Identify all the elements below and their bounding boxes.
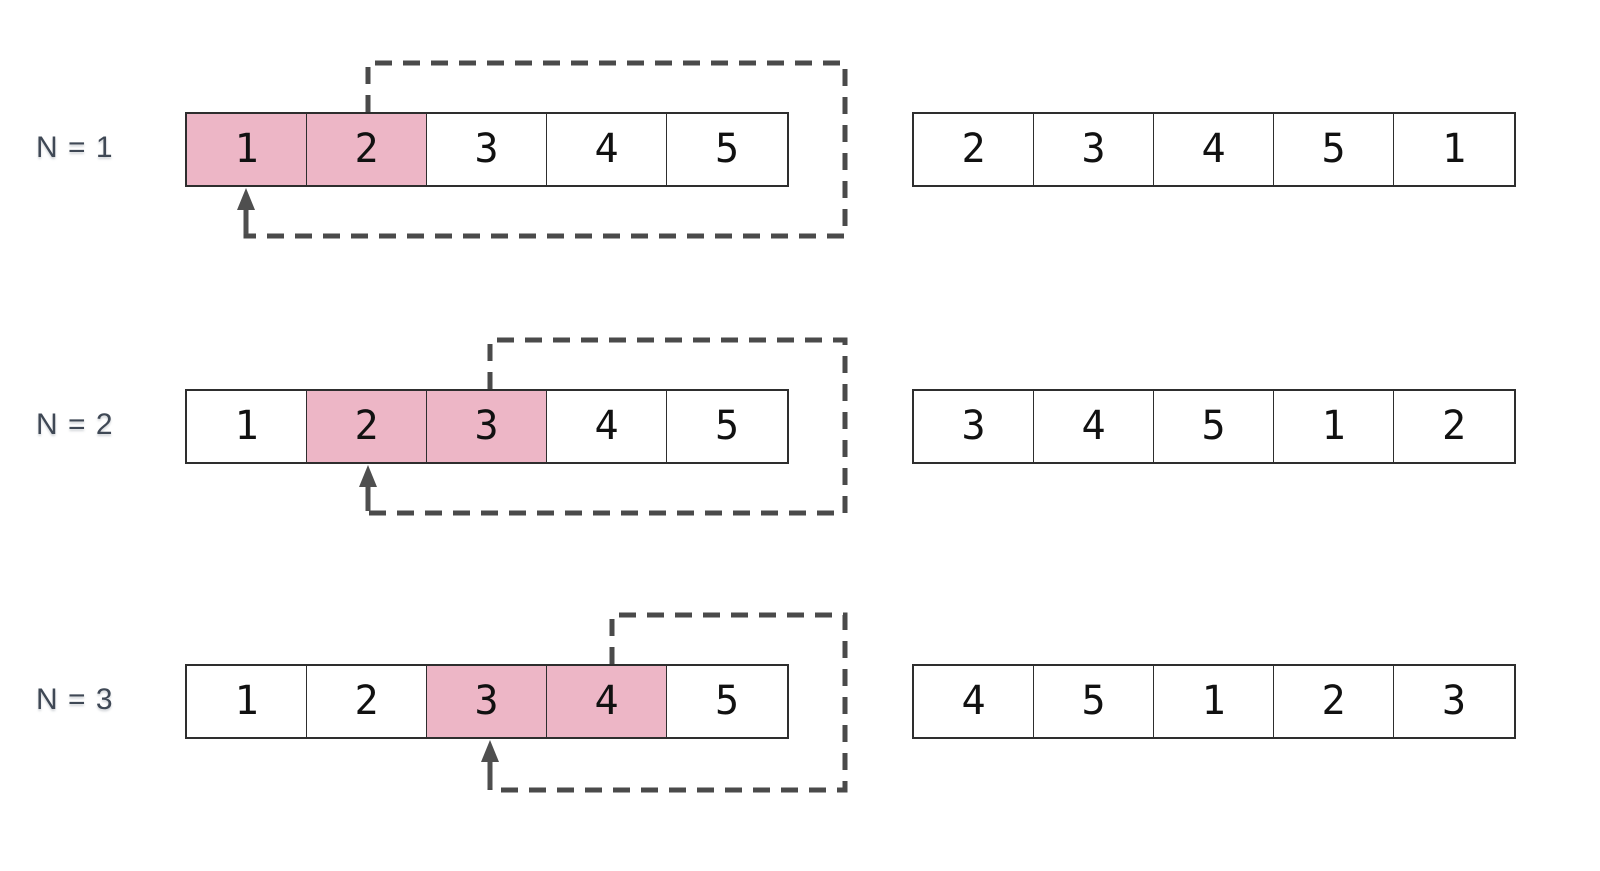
array-cell: 5: [667, 391, 787, 462]
array-cell: 3: [1394, 666, 1514, 737]
array-cell: 2: [1394, 391, 1514, 462]
array-cell: 1: [1394, 114, 1514, 185]
array-cell: 4: [547, 391, 667, 462]
input-array-row1: 1 2 3 4 5: [185, 112, 789, 187]
array-cell: 1: [187, 666, 307, 737]
array-cell: 5: [1274, 114, 1394, 185]
array-cell: 5: [1154, 391, 1274, 462]
array-cell: 1: [1274, 391, 1394, 462]
array-cell: 2: [307, 114, 427, 185]
insertion-arrowhead-row2: [359, 465, 377, 487]
row-label-n2: N = 2: [36, 408, 114, 441]
array-cell: 2: [1274, 666, 1394, 737]
array-cell: 4: [547, 666, 667, 737]
insertion-arrowhead-row3: [481, 740, 499, 762]
output-array-row2: 3 4 5 1 2: [912, 389, 1516, 464]
array-cell: 3: [427, 391, 547, 462]
output-array-row1: 2 3 4 5 1: [912, 112, 1516, 187]
row-label-n3: N = 3: [36, 683, 114, 716]
array-cell: 2: [307, 666, 427, 737]
row-label-n1: N = 1: [36, 131, 114, 164]
output-array-row3: 4 5 1 2 3: [912, 664, 1516, 739]
array-cell: 3: [1034, 114, 1154, 185]
array-cell: 2: [307, 391, 427, 462]
array-cell: 3: [427, 666, 547, 737]
array-cell: 4: [547, 114, 667, 185]
array-cell: 1: [1154, 666, 1274, 737]
array-cell: 4: [1154, 114, 1274, 185]
array-cell: 3: [914, 391, 1034, 462]
array-cell: 2: [914, 114, 1034, 185]
input-array-row3: 1 2 3 4 5: [185, 664, 789, 739]
array-cell: 4: [914, 666, 1034, 737]
array-cell: 1: [187, 391, 307, 462]
array-cell: 4: [1034, 391, 1154, 462]
array-cell: 1: [187, 114, 307, 185]
insertion-arrowhead-row1: [237, 188, 255, 210]
array-cell: 5: [667, 666, 787, 737]
array-cell: 5: [667, 114, 787, 185]
array-cell: 3: [427, 114, 547, 185]
array-cell: 5: [1034, 666, 1154, 737]
input-array-row2: 1 2 3 4 5: [185, 389, 789, 464]
